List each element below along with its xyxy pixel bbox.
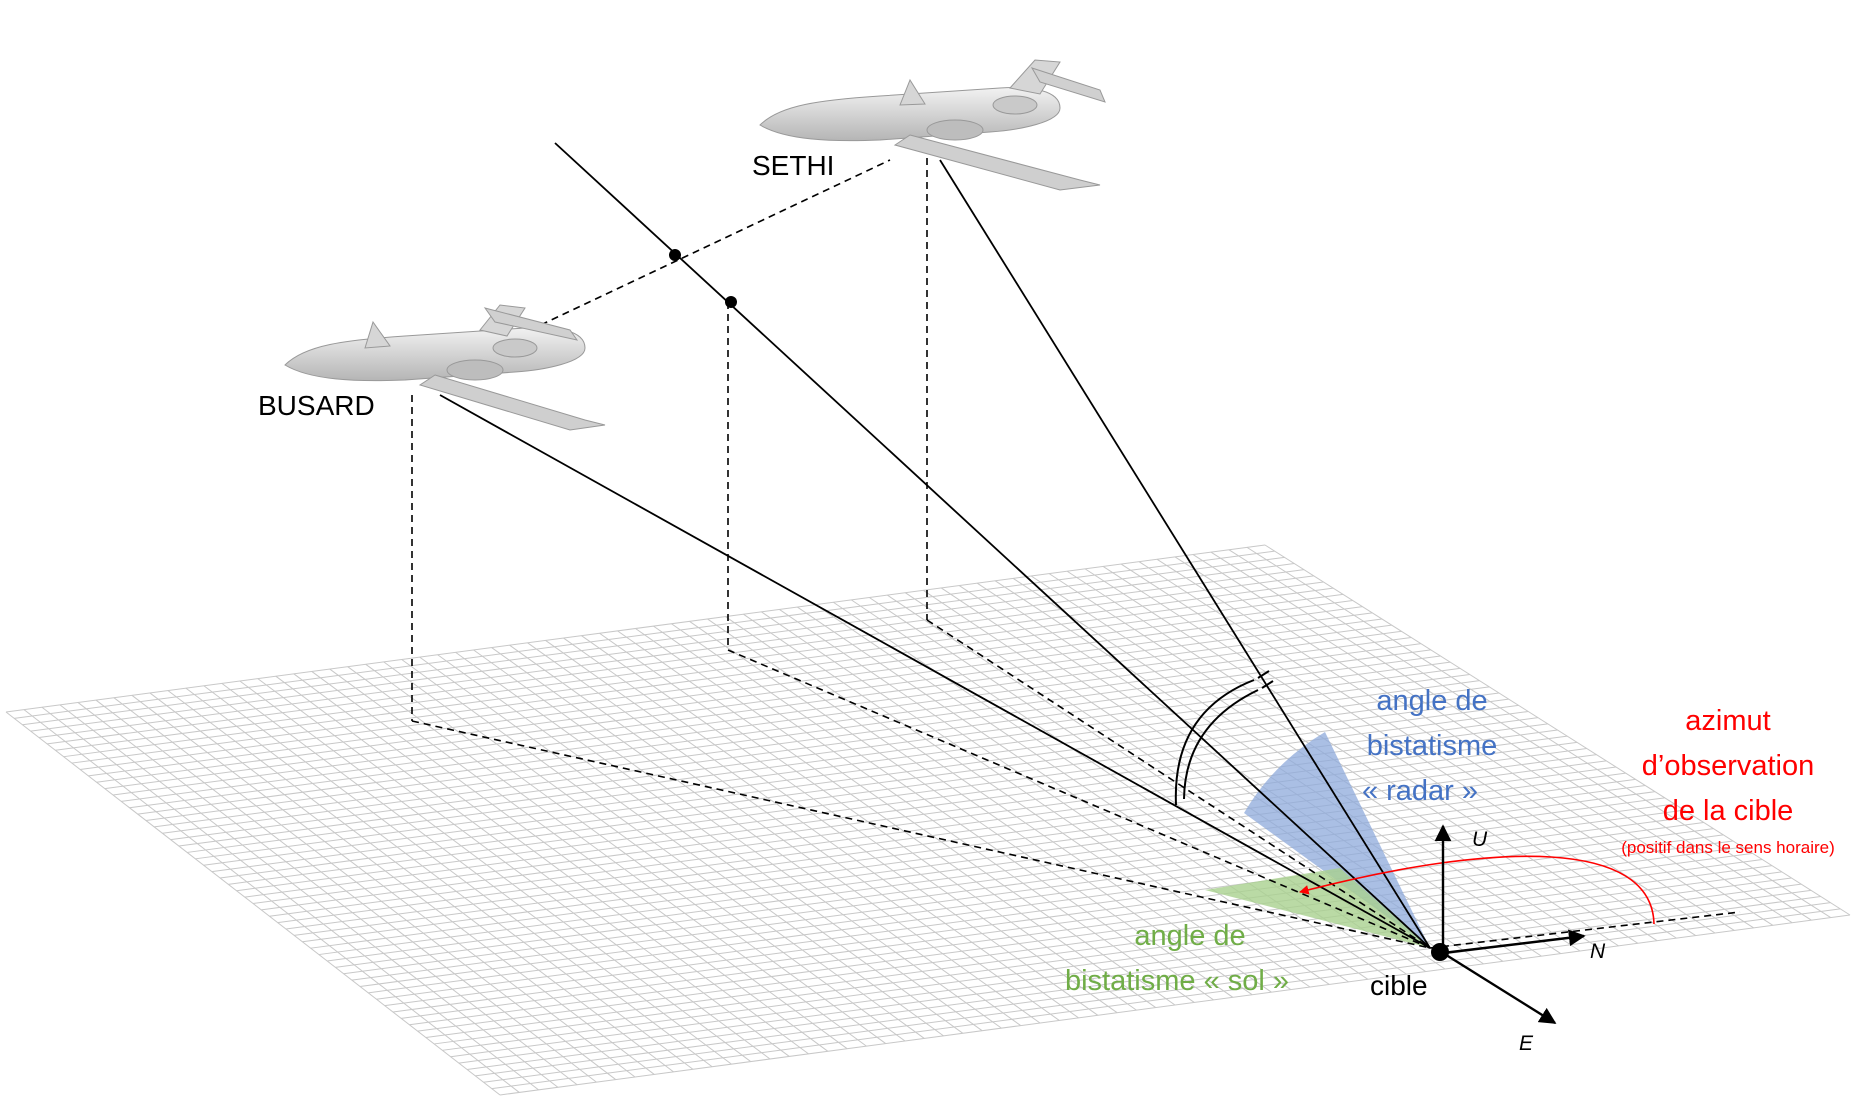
midpoint-dot <box>669 249 681 261</box>
grid-line <box>154 655 1441 828</box>
grid-line <box>277 748 1587 924</box>
grid-line <box>129 637 1412 809</box>
radar-angle-label: angle de bistatisme « radar » <box>1362 685 1497 807</box>
grid-line <box>499 914 1851 1096</box>
grid-line <box>30 563 1295 732</box>
grid-line <box>137 643 1422 815</box>
line-of-sight <box>439 142 1431 949</box>
svg-text:angle de: angle de <box>1376 685 1487 717</box>
local-axes <box>1434 824 1586 1025</box>
jet-aircraft-icon <box>284 304 606 431</box>
aircraft-label-sethi: SETHI <box>752 150 834 181</box>
grid-line <box>450 877 1792 1058</box>
grid-line <box>392 834 1724 1013</box>
grid-line <box>409 846 1743 1026</box>
grid-line <box>442 871 1782 1051</box>
grid-line <box>38 569 1305 739</box>
grid-line <box>467 889 1812 1070</box>
grid-line <box>368 815 1695 994</box>
azimuth-label: azimut d’observation de la cible (positi… <box>1621 705 1835 857</box>
svg-text:d’observation: d’observation <box>1642 750 1815 782</box>
grid-line <box>335 791 1656 968</box>
grid-line <box>458 883 1802 1064</box>
grid-line <box>121 630 1402 802</box>
grid-line <box>22 556 1285 726</box>
grid-line <box>88 606 1363 777</box>
svg-text:de la cible: de la cible <box>1663 795 1794 827</box>
grid-line <box>178 674 1470 847</box>
projection-lines <box>411 158 1741 949</box>
target-label: cible <box>1370 970 1428 1001</box>
grid-line <box>294 760 1607 936</box>
grid-line <box>145 649 1431 822</box>
grid-line <box>359 809 1685 987</box>
svg-text:« radar »: « radar » <box>1362 775 1478 807</box>
grid-line <box>55 581 1324 751</box>
azimuth-arc <box>1299 855 1655 925</box>
grid-line <box>228 711 1529 885</box>
grid-line <box>14 550 1275 719</box>
grid-line <box>425 859 1763 1039</box>
grid-line <box>47 575 1314 745</box>
grid-line <box>310 772 1626 949</box>
aircraft-label-busard: BUSARD <box>258 390 375 421</box>
ground-grid <box>5 544 1851 1096</box>
svg-text:bistatisme: bistatisme <box>1367 730 1498 762</box>
grid-line <box>252 729 1558 904</box>
grid-line <box>475 896 1821 1077</box>
grid-line <box>162 661 1451 834</box>
radar-angle-sector <box>1244 732 1430 948</box>
ground-angle-sector <box>1205 868 1430 948</box>
grid-line <box>491 908 1841 1090</box>
grid-line <box>80 600 1353 770</box>
grid-line <box>318 778 1636 956</box>
radar-angle-arcs <box>1174 670 1274 806</box>
grid-line <box>417 852 1753 1032</box>
grid-line <box>195 686 1490 860</box>
bisector-dot <box>725 296 737 308</box>
target-point <box>1431 943 1449 961</box>
grid-line <box>63 587 1334 758</box>
svg-text:angle de: angle de <box>1134 920 1245 952</box>
grid-line <box>203 692 1500 866</box>
grid-line <box>96 612 1373 783</box>
grid-line <box>269 741 1578 917</box>
grid-line <box>434 865 1773 1045</box>
grid-line <box>187 680 1480 853</box>
grid-line <box>483 902 1831 1083</box>
grid-line <box>220 704 1519 879</box>
axis-up-label: U <box>1472 828 1488 851</box>
grid-line <box>327 785 1646 962</box>
axis-north-label: N <box>1590 940 1606 963</box>
ground-angle-label: angle de bistatisme « sol » <box>1065 920 1289 997</box>
svg-text:bistatisme « sol »: bistatisme « sol » <box>1065 965 1289 997</box>
jet-aircraft-icon <box>759 59 1106 191</box>
grid-line <box>376 822 1704 1000</box>
grid-line <box>5 544 1266 713</box>
grid-line <box>285 754 1597 930</box>
grid-line <box>261 735 1568 911</box>
svg-text:azimut: azimut <box>1685 705 1770 737</box>
grid-line <box>104 618 1383 790</box>
svg-text:(positif dans le sens horaire): (positif dans le sens horaire) <box>1621 838 1835 857</box>
grid-line <box>71 593 1344 764</box>
grid-line <box>302 766 1617 943</box>
grid-line <box>112 624 1392 796</box>
grid-line <box>351 803 1675 981</box>
grid-line <box>401 840 1734 1019</box>
axis-east-label: E <box>1519 1032 1534 1055</box>
